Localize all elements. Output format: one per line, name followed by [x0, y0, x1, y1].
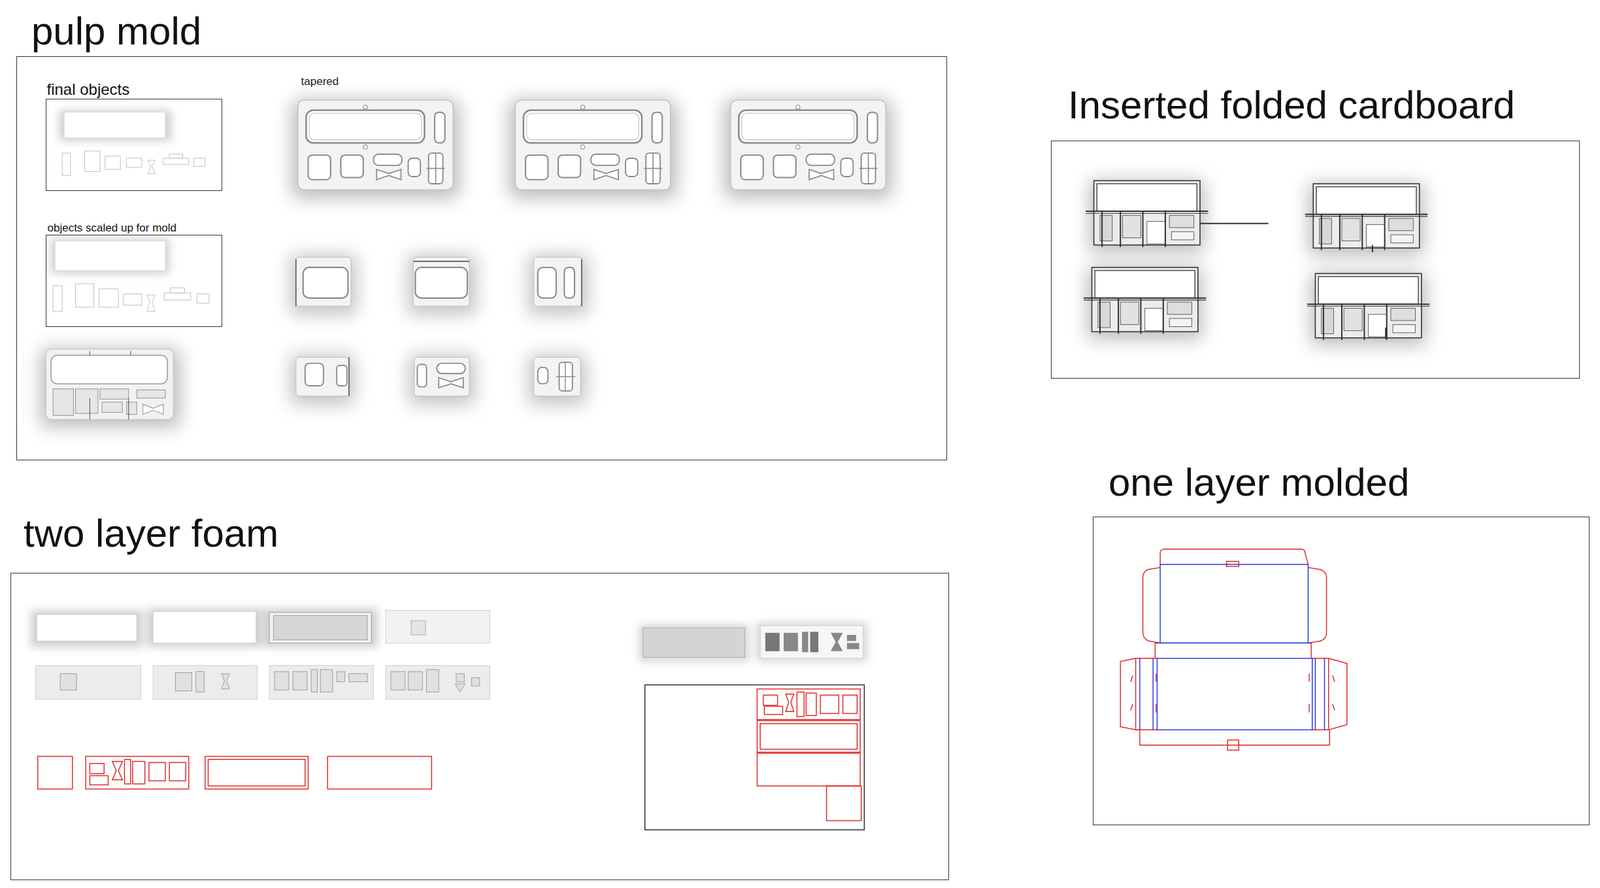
panel-box: Inserted folded cardboard [1050, 140, 1580, 379]
panel-heading: objects scaled up for mold [47, 222, 178, 235]
section-label: tapered [301, 75, 340, 89]
panel-heading: final objects [47, 81, 131, 99]
panel-heading: pulp mold [31, 9, 202, 53]
panel-box: final objects [45, 98, 223, 191]
panel-heading: Inserted folded cardboard [1067, 83, 1516, 127]
panel-heading: one layer molded [1108, 460, 1410, 504]
panel-heading: two layer foam [23, 511, 279, 555]
panel-box: objects scaled up for mold [45, 234, 223, 327]
panel-box: one layer molded [1092, 516, 1590, 825]
panel-box: two layer foam [10, 572, 950, 880]
panel-box: pulp moldfinal objectsobjects scaled up … [16, 56, 948, 461]
